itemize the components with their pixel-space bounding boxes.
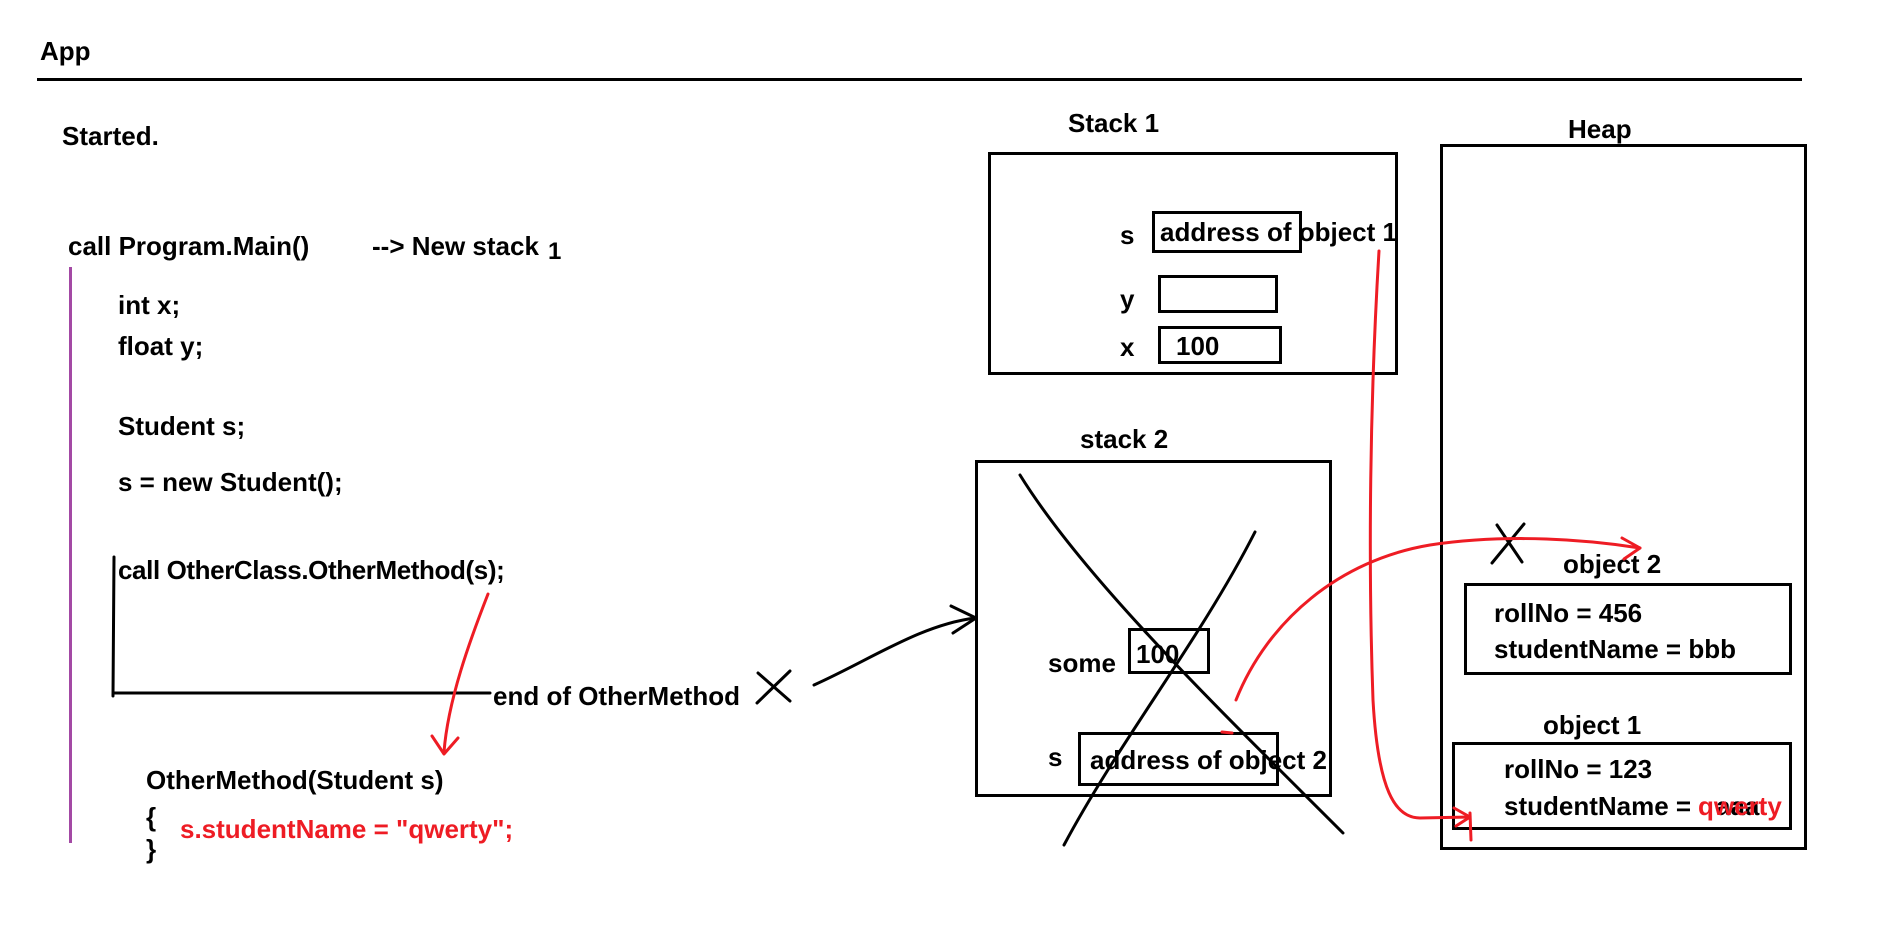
method-body-assignment: s.studentName = "qwerty"; xyxy=(180,814,514,844)
new-stack-arrow-text: --> New stack xyxy=(372,231,539,261)
stack2-var-some-value: 100 xyxy=(1136,639,1180,669)
method-brace-open: { xyxy=(146,802,157,832)
stack1-var-s-cell xyxy=(1152,211,1302,253)
stack1-var-y-cell xyxy=(1158,275,1278,313)
heap-title: Heap xyxy=(1568,114,1632,144)
header-divider xyxy=(37,78,1802,81)
stack1-var-y-label: y xyxy=(1120,284,1135,314)
object1-old-value: aaa xyxy=(1716,791,1760,821)
code-student-decl: Student s; xyxy=(118,411,246,441)
app-title: App xyxy=(40,36,91,66)
code-float-y: float y; xyxy=(118,331,204,361)
code-call-other-method: call OtherClass.OtherMethod(s); xyxy=(118,555,505,585)
object1-studentname-label: studentName = xyxy=(1504,791,1692,821)
code-int-x: int x; xyxy=(118,290,181,320)
end-of-other-method-label: end of OtherMethod xyxy=(493,681,740,711)
object2-rollno: rollNo = 456 xyxy=(1494,598,1643,628)
stack2-title: stack 2 xyxy=(1080,424,1169,454)
stack2-var-s-value: address of object 2 xyxy=(1090,745,1327,775)
object2-label: object 2 xyxy=(1563,549,1662,579)
main-scope-line xyxy=(69,267,72,843)
stack1-var-s-label: s xyxy=(1120,220,1135,250)
stack1-var-x-cell xyxy=(1158,326,1282,364)
stack2-var-some-label: some xyxy=(1048,648,1116,678)
code-new-student: s = new Student(); xyxy=(118,467,343,497)
object1-label: object 1 xyxy=(1543,710,1642,740)
stack1-var-x-label: x xyxy=(1120,332,1135,362)
stack1-var-s-value: address of object 1 xyxy=(1160,217,1397,247)
end-method-to-stack2-arrowhead xyxy=(949,604,978,635)
stack2-var-s-label: s xyxy=(1048,742,1063,772)
stack-number-label: 1 xyxy=(548,238,562,265)
stack1-title: Stack 1 xyxy=(1068,108,1160,138)
status-text: Started. xyxy=(62,121,159,151)
end-method-cross-icon xyxy=(755,669,792,705)
call-to-method-arrowhead xyxy=(430,734,460,756)
end-method-to-stack2-arrow xyxy=(812,616,977,687)
method-signature: OtherMethod(Student s) xyxy=(146,765,444,795)
call-main-line: call Program.Main() xyxy=(68,231,310,261)
object2-studentname: studentName = bbb xyxy=(1494,634,1736,664)
object1-new-value: qwerty xyxy=(1698,791,1782,821)
call-to-method-arrow xyxy=(442,592,490,754)
stack1-var-x-value: 100 xyxy=(1176,331,1220,361)
method-brace-close: } xyxy=(146,834,157,864)
object1-rollno: rollNo = 123 xyxy=(1504,754,1653,784)
